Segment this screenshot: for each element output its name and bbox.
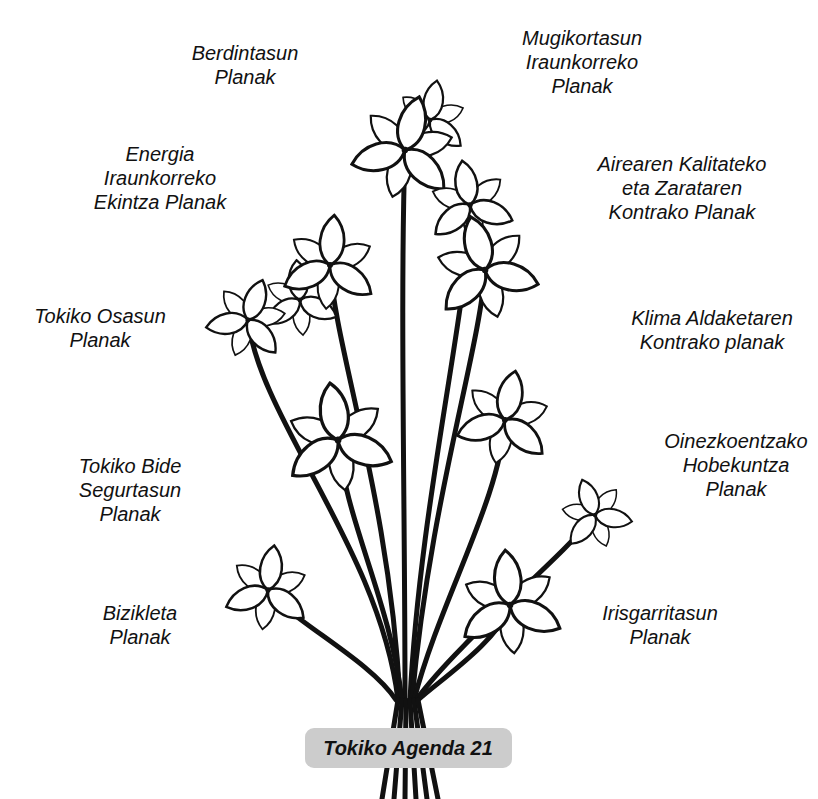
- flower: [219, 539, 319, 635]
- leaf-outline: [138, 13, 353, 116]
- leaf-outline: [568, 274, 818, 387]
- stem: [416, 515, 595, 700]
- leaf-label: Energia Iraunkorreko Ekintza Planak: [35, 107, 285, 249]
- leaf-shape: [138, 10, 353, 120]
- leaf-shape: [15, 565, 265, 685]
- plan-name: Tokiko Osasun Planak: [25, 304, 175, 352]
- flower: [277, 211, 383, 313]
- plan-name: Bizikleta Planak: [90, 601, 190, 649]
- leaf-label: Irisgarritasun Planak: [535, 565, 785, 685]
- flowers: [196, 74, 641, 658]
- root-title: Tokiko Agenda 21: [323, 736, 493, 760]
- plan-name: Tokiko Bide Segurtasun Planak: [68, 454, 193, 526]
- plan-name: Airearen Kalitateko eta Zarataren Kontra…: [582, 152, 782, 224]
- flower: [274, 375, 401, 498]
- leaf-outline: [609, 398, 818, 532]
- root-box: Tokiko Agenda 21: [305, 728, 512, 768]
- plan-name: Mugikortasun Iraunkorreko Planak: [515, 26, 650, 98]
- flower-stems: [248, 150, 595, 799]
- leaf-label: Tokiko Bide Segurtasun Planak: [0, 419, 260, 561]
- leaf-shape: [0, 273, 230, 383]
- flower: [418, 203, 550, 331]
- leaf-label: Mugikortasun Iraunkorreko Planak: [467, 0, 697, 133]
- flower: [448, 361, 564, 473]
- stem: [403, 150, 405, 700]
- leaf-label: Bizikleta Planak: [15, 565, 265, 685]
- leaf-outline: [467, 0, 697, 129]
- leaf-label: Klima Aldaketaren Kontrako planak: [568, 270, 818, 390]
- stem: [248, 320, 398, 700]
- plan-name: Oinezkoentzako Hobekuntza Planak: [656, 429, 816, 501]
- leaf-label: Airearen Kalitateko eta Zarataren Kontra…: [527, 117, 818, 259]
- stem: [414, 420, 505, 700]
- leaf-outline: [527, 121, 818, 255]
- flower: [547, 467, 641, 559]
- flower: [196, 266, 302, 370]
- leaf-shape: [535, 565, 785, 685]
- leaf-outline: [15, 569, 265, 682]
- leaf-label: Tokiko Osasun Planak: [0, 273, 230, 383]
- leaf-outline: [0, 276, 230, 379]
- leaf-label: Oinezkoentzako Hobekuntza Planak: [609, 394, 818, 536]
- plan-name: Irisgarritasun Planak: [590, 601, 730, 649]
- leaf-outline: [35, 111, 285, 245]
- plan-name: Energia Iraunkorreko Ekintza Planak: [85, 142, 235, 214]
- leaf-label: Berdintasun Planak: [138, 10, 353, 120]
- flower: [451, 545, 568, 657]
- plan-name: Berdintasun Planak: [183, 41, 308, 89]
- leaf-outline: [0, 423, 260, 557]
- leaf-shape: [568, 270, 818, 390]
- leaf-outline: [535, 569, 785, 682]
- plan-name: Klima Aldaketaren Kontrako planak: [620, 306, 805, 354]
